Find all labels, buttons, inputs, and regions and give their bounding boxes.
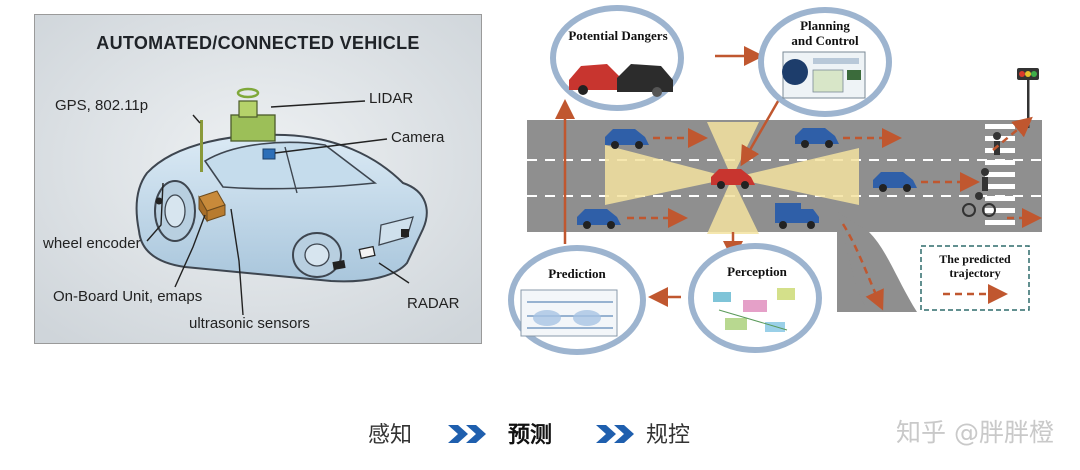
lidar-unit	[230, 87, 276, 142]
watermark: 知乎 @胖胖橙	[896, 418, 1054, 447]
camera-unit	[262, 148, 276, 160]
step-prediction-label: 预测	[508, 423, 553, 448]
lidar-label: LIDAR	[369, 90, 414, 107]
vehicle-illustration	[35, 15, 481, 343]
planning-image	[782, 51, 866, 99]
car-icons	[577, 128, 917, 229]
wheel-encoder-label: wheel encoder	[43, 235, 141, 252]
figure-title: AUTOMATED/CONNECTED VEHICLE	[96, 33, 420, 53]
legend-box	[920, 245, 1030, 311]
crash-image	[569, 64, 673, 97]
exit-lane	[837, 212, 917, 312]
perception-image	[713, 288, 795, 332]
step-planning-label: 规控	[646, 423, 691, 448]
camera-label: Camera	[391, 129, 445, 146]
autonomy-pipeline-diagram: Potential Dangers Planning and Control P…	[497, 0, 1057, 362]
traffic-light-icon	[1017, 68, 1039, 128]
gps-label: GPS, 802.11p	[55, 97, 149, 114]
crosswalk	[985, 124, 1015, 225]
stage-planning-line2: and Control	[791, 33, 859, 48]
pipeline-cycle-arrows	[555, 46, 783, 307]
stage-perception: Perception	[727, 264, 787, 279]
legend-label-line1: The predicted	[939, 252, 1011, 266]
ultrasonic-label: ultrasonic sensors	[189, 315, 310, 332]
step-perception-label: 感知	[368, 423, 413, 448]
stage-potential-dangers: Potential Dangers	[568, 28, 668, 43]
ego-car-icon	[711, 169, 755, 189]
obu-label: On-Board Unit, emaps	[53, 288, 203, 305]
vehicle-sensors-figure: AUTOMATED/CONNECTED VEHICLE GPS, 802.11p…	[34, 14, 482, 344]
legend-label-line2: trajectory	[949, 266, 1001, 280]
double-chevron-right-icon	[596, 425, 634, 443]
road-scene	[508, 5, 1042, 355]
gps-antenna	[200, 120, 203, 172]
car-body	[135, 133, 428, 283]
predicted-trajectories	[627, 116, 1042, 311]
radar-label: RADAR	[407, 295, 460, 312]
stage-planning-line1: Planning	[800, 18, 850, 33]
double-chevron-right-icon	[448, 425, 486, 443]
label-pointers	[146, 100, 410, 316]
sensor-coverage	[605, 122, 859, 234]
pipeline-caption: 感知 预测 规控 知乎 @胖胖橙	[0, 405, 1080, 465]
prediction-image	[520, 289, 618, 337]
stage-prediction: Prediction	[548, 266, 606, 281]
